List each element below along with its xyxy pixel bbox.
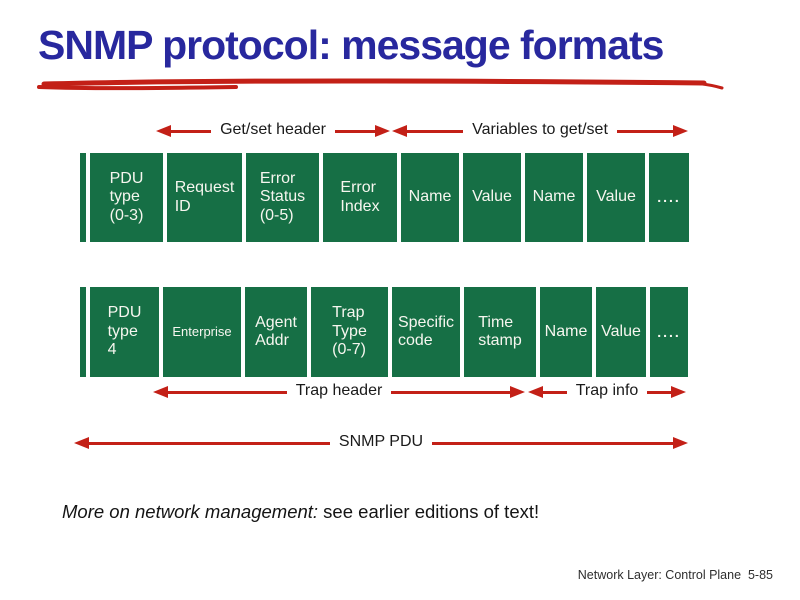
- field-specific-code: Specific code: [392, 287, 460, 377]
- row-left-edge-strip: [80, 287, 86, 377]
- trap-pdu-field-row: PDU type 4 Enterprise Agent Addr Trap Ty…: [80, 287, 688, 377]
- arrowhead-left-icon: [156, 125, 171, 137]
- arrowhead-left-icon: [153, 386, 168, 398]
- field-pdu-type-4: PDU type 4: [90, 287, 159, 377]
- page-title: SNMP protocol: message formats: [38, 22, 664, 68]
- note-regular-part: see earlier editions of text!: [318, 501, 540, 522]
- arrow-line: [171, 129, 212, 133]
- arrowhead-left-icon: [392, 125, 407, 137]
- arrowhead-right-icon: [671, 386, 687, 398]
- arrowhead-left-icon: [74, 437, 89, 449]
- field-trap-type: Trap Type (0-7): [311, 287, 388, 377]
- arrow-line: [432, 441, 674, 445]
- arrowhead-right-icon: [510, 386, 526, 398]
- arrow-line: [543, 390, 567, 394]
- arrow-line: [616, 129, 673, 133]
- getset-header-span-arrow: Get/set header: [156, 121, 390, 139]
- trap-header-span-arrow: Trap header: [153, 382, 526, 400]
- snmp-pdu-span-arrow: SNMP PDU: [74, 433, 689, 451]
- arrow-line: [89, 441, 330, 445]
- arrow-line: [168, 390, 287, 394]
- arrowhead-right-icon: [673, 437, 689, 449]
- getset-header-label: Get/set header: [220, 121, 326, 138]
- field-agent-addr: Agent Addr: [245, 287, 307, 377]
- variables-label: Variables to get/set: [472, 121, 608, 138]
- row-left-edge-strip: [80, 153, 86, 242]
- getset-pdu-field-row: PDU type (0-3) Request ID Error Status (…: [80, 153, 689, 242]
- field-name-2: Name: [525, 153, 583, 242]
- arrowhead-right-icon: [375, 125, 390, 137]
- arrowhead-left-icon: [528, 386, 543, 398]
- note-italic-part: More on network management:: [62, 501, 319, 522]
- field-value-2: Value: [587, 153, 645, 242]
- more-info-note: More on network management: see earlier …: [62, 501, 539, 523]
- arrow-line: [334, 129, 375, 133]
- snmp-pdu-label: SNMP PDU: [338, 433, 424, 450]
- field-value: Value: [596, 287, 646, 377]
- arrowhead-right-icon: [673, 125, 688, 137]
- field-request-id: Request ID: [167, 153, 242, 242]
- field-ellipsis: ....: [650, 287, 688, 377]
- field-ellipsis: ....: [649, 153, 689, 242]
- title-underline-swoosh: [37, 78, 724, 91]
- field-error-status: Error Status (0-5): [246, 153, 319, 242]
- field-name: Name: [540, 287, 592, 377]
- arrow-line: [391, 390, 511, 394]
- trap-info-label: Trap info: [575, 382, 639, 399]
- field-error-index: Error Index: [323, 153, 397, 242]
- arrow-line: [647, 390, 672, 394]
- field-value-1: Value: [463, 153, 521, 242]
- field-pdu-type-0-3: PDU type (0-3): [90, 153, 163, 242]
- field-enterprise: Enterprise: [163, 287, 241, 377]
- field-name-1: Name: [401, 153, 459, 242]
- trap-header-label: Trap header: [295, 382, 383, 399]
- trap-info-span-arrow: Trap info: [528, 382, 687, 400]
- variables-span-arrow: Variables to get/set: [392, 121, 688, 139]
- arrow-line: [407, 129, 464, 133]
- slide-footer-page-number: Network Layer: Control Plane 5-85: [577, 568, 773, 582]
- field-time-stamp: Time stamp: [464, 287, 536, 377]
